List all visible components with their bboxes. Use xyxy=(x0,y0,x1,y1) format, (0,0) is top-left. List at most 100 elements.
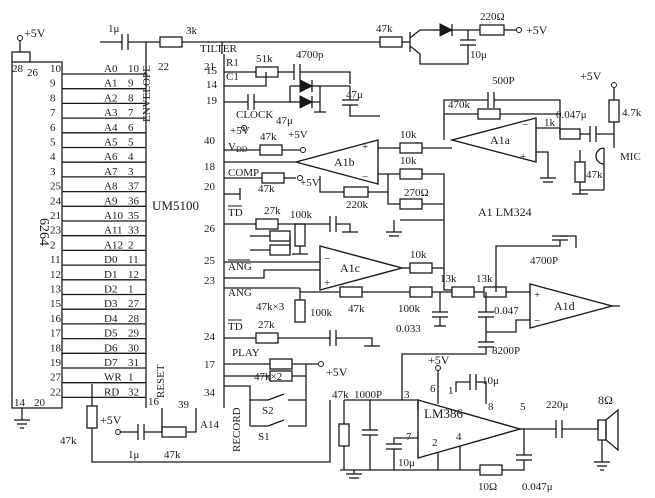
td2-label: TD xyxy=(228,321,243,333)
c-47u-b-label: 47μ xyxy=(346,89,363,101)
opamp-a1a: A1a − + 500P 470k 1k 0.047μ 4.7k +5V MIC xyxy=(443,69,642,195)
bus-signal: WR xyxy=(104,372,122,384)
r-3k-label: 3k xyxy=(186,25,198,37)
um-pin: 37 xyxy=(128,181,140,193)
a1b-label: A1b xyxy=(334,155,355,169)
mem-supply: +5V xyxy=(11,26,46,429)
bus-signal: D1 xyxy=(104,269,117,281)
r-47k-c-label: 47k xyxy=(348,303,365,315)
amp-plus5v-label: +5V xyxy=(428,353,450,367)
amp-pin-3: 3 xyxy=(404,389,410,401)
ang1-label: ANG xyxy=(228,261,252,273)
bus-signal: D5 xyxy=(104,328,118,340)
um-pin-39: 39 xyxy=(178,399,190,411)
amp-pin-7: 7 xyxy=(406,431,412,443)
svg-text:−: − xyxy=(522,119,528,131)
svg-text:+: + xyxy=(362,141,368,153)
r1-label: R1 xyxy=(226,57,239,69)
c-10u-amp-label: 10μ xyxy=(482,375,499,387)
mem-pin: 25 xyxy=(50,181,62,193)
r-13k-b-label: 13k xyxy=(476,273,493,285)
um-pin-16: 16 xyxy=(148,396,160,408)
um-pin: 1 xyxy=(128,284,134,296)
mem-pin-20: 20 xyxy=(34,397,46,409)
um-pin: 6 xyxy=(128,122,134,134)
svg-text:−: − xyxy=(534,315,540,327)
um-pin: 31 xyxy=(128,357,139,369)
bus-signal: A10 xyxy=(104,210,123,222)
mic-label: MIC xyxy=(620,151,641,163)
bus-signal: A2 xyxy=(104,92,117,104)
mem-pin: 8 xyxy=(50,92,56,104)
um-pin: 9 xyxy=(128,78,134,90)
record-label: RECORD xyxy=(231,407,243,452)
svg-text:+: + xyxy=(534,289,540,301)
ang2-pin: 23 xyxy=(204,275,216,287)
mem-pin: 18 xyxy=(50,342,62,354)
mem-pin: 3 xyxy=(50,166,56,178)
amp-label: LM386 xyxy=(424,406,464,421)
clock-pin: 19 xyxy=(206,95,218,107)
r-47k-rst2-label: 47k xyxy=(164,449,181,461)
s2-label: S2 xyxy=(262,405,274,417)
envelope-pin: 22 xyxy=(158,61,169,73)
amp-pin-8: 8 xyxy=(488,401,494,413)
play-label: PLAY xyxy=(232,347,260,359)
bus-signal: A12 xyxy=(104,239,123,251)
speech-chip-label: UM5100 xyxy=(152,198,199,213)
r-220-label: 220Ω xyxy=(480,11,505,23)
amp-pin-2: 2 xyxy=(432,437,438,449)
envelope-label: ENVELOPE xyxy=(141,65,153,122)
r-47k-amp-label: 47k xyxy=(332,389,349,401)
clock-label: CLOCK xyxy=(236,109,273,121)
um-right-labels: TILTER 21 R1 15 C1 14 CLOCK 19 40 VDD CO… xyxy=(200,43,273,452)
reset-label: RESET xyxy=(155,364,167,398)
c-220u-label: 220μ xyxy=(546,399,569,411)
bus-signal: A9 xyxy=(104,195,118,207)
tilter-pin: 21 xyxy=(204,61,215,73)
mem-pin: 23 xyxy=(50,225,62,237)
opamp-chip-label: A1 LM324 xyxy=(478,205,532,219)
r-10-label: 10Ω xyxy=(478,481,497,493)
mem-pin: 15 xyxy=(50,298,62,310)
mem-plus5v-label: +5V xyxy=(24,26,46,40)
opamp-a1c: 27k 100k 270Ω A1c − + 10k xyxy=(224,187,452,291)
svg-text:−: − xyxy=(362,171,368,183)
mem-pin: 12 xyxy=(50,269,61,281)
r-1k-label: 1k xyxy=(544,117,556,129)
c-1000p-label: 1000P xyxy=(354,389,382,401)
um-pin: 7 xyxy=(128,107,134,119)
mem-pin: 9 xyxy=(50,78,56,90)
um-pin: 12 xyxy=(128,269,139,281)
mem-pin: 21 xyxy=(50,210,61,222)
um-pin: 35 xyxy=(128,210,140,222)
mem-pin: 16 xyxy=(50,313,62,325)
c-0047-label: 0.047 xyxy=(494,305,519,317)
bus-signal: A3 xyxy=(104,107,118,119)
c1-label: C1 xyxy=(226,71,239,83)
um-pin: 28 xyxy=(128,313,140,325)
mic-plus5v-label: +5V xyxy=(580,69,602,83)
mem-pin: 24 xyxy=(50,195,62,207)
comp-plus5v-label: +5V xyxy=(300,177,320,189)
svg-text:+: + xyxy=(520,151,526,163)
um-pin: 11 xyxy=(128,254,139,266)
bus-signal: A5 xyxy=(104,137,118,149)
um-pin: 33 xyxy=(128,225,140,237)
c-4700p-d-label: 4700P xyxy=(530,255,558,267)
mem-pin: 22 xyxy=(50,386,61,398)
r-270-label: 270Ω xyxy=(404,187,429,199)
um-pin: 8 xyxy=(128,92,134,104)
mem-pin-26: 26 xyxy=(27,67,39,79)
a1c-label: A1c xyxy=(340,261,360,275)
c-47u-a-label: 47μ xyxy=(276,115,293,127)
mem-pin: 4 xyxy=(50,151,56,163)
um-pin: 1 xyxy=(128,372,134,384)
opamp-a1b: A1b + − 10k 10k +5V 47k +5V 47k +5V 220k xyxy=(224,125,452,270)
bus-signal: A7 xyxy=(104,166,118,178)
r-10k-c-label: 10k xyxy=(410,249,427,261)
rc-network: 51k 4700p 47μ 47μ xyxy=(224,49,380,127)
um-pin: 29 xyxy=(128,328,140,340)
ang1-pin: 25 xyxy=(204,255,216,267)
td1-pin: 26 xyxy=(204,223,216,235)
